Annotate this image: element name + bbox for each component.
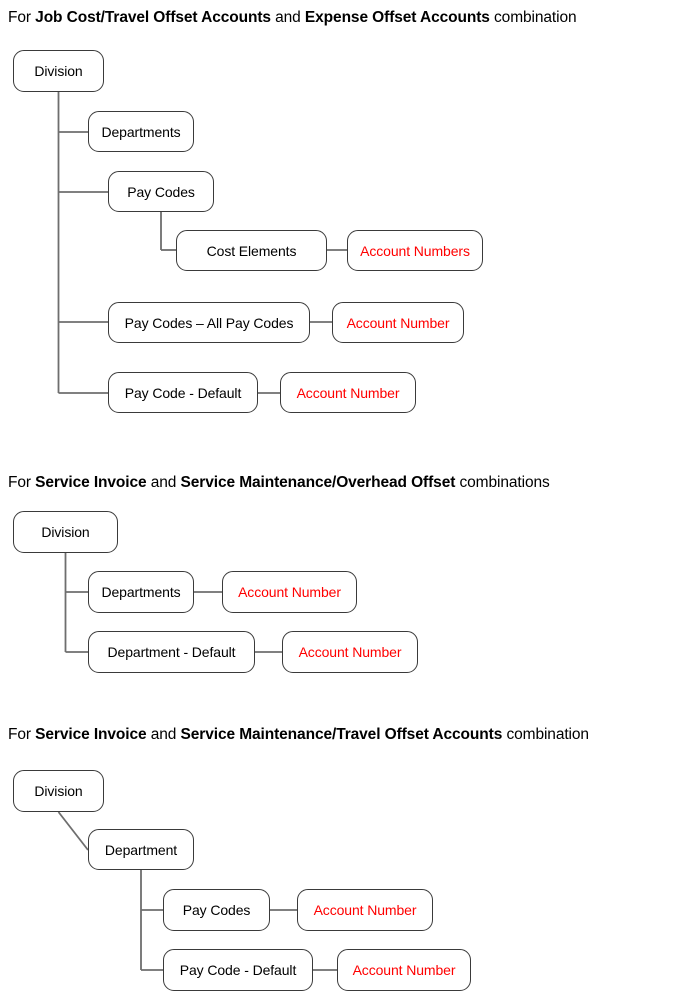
node-department-default: Department - Default — [88, 631, 255, 673]
node-all-pay-codes: Pay Codes – All Pay Codes — [108, 302, 310, 343]
node-cost-elements: Cost Elements — [176, 230, 327, 271]
title-bold: Service Invoice — [35, 726, 147, 743]
title-text: and — [270, 9, 305, 26]
node-department: Department — [88, 829, 194, 870]
node-account-number: Account Number — [337, 949, 471, 991]
title-bold: Job Cost/Travel Offset Accounts — [35, 9, 271, 26]
node-account-numbers: Account Numbers — [347, 230, 483, 271]
title-bold: Expense Offset Accounts — [304, 9, 490, 26]
node-division: Division — [13, 770, 104, 812]
node-pay-codes: Pay Codes — [163, 889, 270, 931]
node-pay-codes: Pay Codes — [108, 171, 214, 212]
node-departments: Departments — [88, 111, 194, 152]
section3-title: For Service Invoice and Service Maintena… — [8, 725, 589, 745]
node-account-number: Account Number — [297, 889, 433, 931]
node-departments: Departments — [88, 571, 194, 613]
title-bold: Service Invoice — [35, 474, 147, 491]
node-account-number: Account Number — [280, 372, 416, 413]
title-bold: Service Maintenance/Travel Offset Accoun… — [180, 726, 503, 743]
title-text: For — [8, 474, 36, 491]
title-text: combination — [502, 726, 589, 743]
node-pay-code-default: Pay Code - Default — [108, 372, 258, 413]
title-text: and — [146, 726, 181, 743]
title-text: and — [146, 474, 181, 491]
section1-title: For Job Cost/Travel Offset Accounts and … — [8, 8, 577, 28]
node-account-number: Account Number — [332, 302, 464, 343]
section2-title: For Service Invoice and Service Maintena… — [8, 473, 550, 493]
title-text: combination — [489, 9, 577, 26]
node-division: Division — [13, 50, 104, 92]
node-pay-code-default: Pay Code - Default — [163, 949, 313, 991]
node-account-number: Account Number — [282, 631, 418, 673]
title-text: combinations — [455, 474, 550, 491]
node-account-number: Account Number — [222, 571, 357, 613]
title-text: For — [8, 9, 36, 26]
title-text: For — [8, 726, 36, 743]
title-bold: Service Maintenance/Overhead Offset — [180, 474, 456, 491]
node-division: Division — [13, 511, 118, 553]
